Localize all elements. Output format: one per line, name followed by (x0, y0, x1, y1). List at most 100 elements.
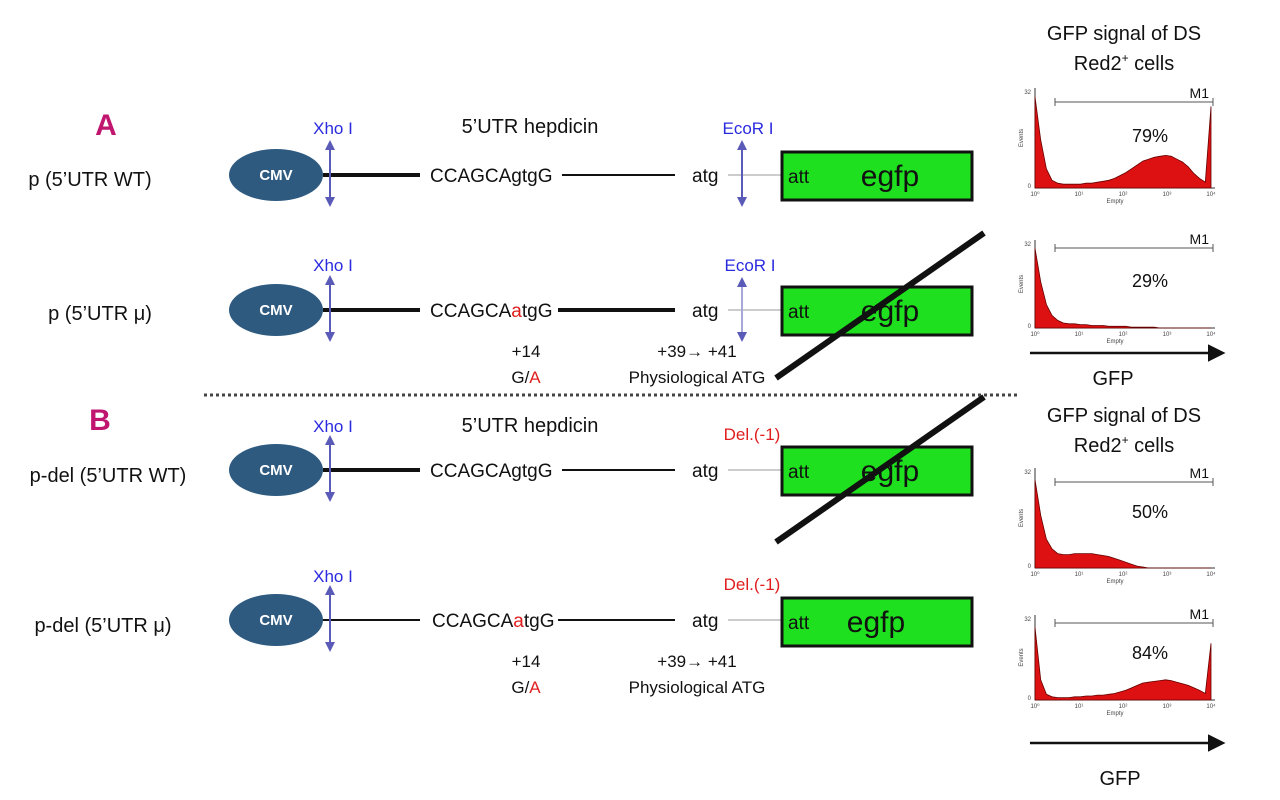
egfp-box (780, 445, 974, 497)
gfp-title-a-line1: GFP signal of DS (1047, 23, 1201, 45)
row-label: p (5’UTR μ) (48, 303, 152, 325)
atg-label: atg (692, 461, 718, 482)
egfp-label: egfp (861, 160, 919, 193)
histogram-x-tick: 10⁰ (1030, 703, 1040, 710)
histogram-y-max: 32 (1024, 617, 1031, 623)
gate-percent: 84% (1132, 643, 1168, 663)
gate-label: M1 (1190, 231, 1210, 247)
histogram-x-tick: 10⁰ (1030, 571, 1040, 578)
mutation-ga-b: G/A (511, 678, 541, 697)
histogram-x-tick: 10² (1119, 192, 1128, 198)
egfp-box (780, 596, 974, 648)
histogram-area (1034, 96, 1212, 189)
cmv-label: CMV (259, 612, 292, 629)
histogram-area (1034, 479, 1211, 569)
histogram-x-tick: 10⁴ (1206, 571, 1216, 578)
histogram-x-tick: 10⁰ (1030, 331, 1040, 338)
xho-site-label: Xho I (313, 256, 353, 275)
utr-sequence: CCAGCAgtgG (430, 461, 553, 482)
cmv-label: CMV (259, 167, 292, 184)
gfp-title-b-line1: GFP signal of DS (1047, 405, 1201, 427)
header-5utr-b: 5’UTR hepdicin (462, 415, 599, 437)
histogram-y-min: 0 (1028, 696, 1032, 702)
deletion-label: Del.(-1) (724, 425, 781, 444)
histogram-y-min: 0 (1028, 564, 1032, 570)
physiological-atg-a: Physiological ATG (629, 368, 766, 387)
histogram-area (1034, 248, 1211, 329)
histogram-x-label: Empty (1106, 579, 1123, 585)
construct-row-a2: p (5’UTR μ) CMV Xho I CCAGCAatgG atg Eco… (48, 256, 974, 342)
cross-out-b1 (774, 394, 986, 545)
gate-label: M1 (1190, 465, 1210, 481)
histogram-x-tick: 10⁴ (1206, 191, 1216, 198)
histogram-y-max: 32 (1024, 90, 1031, 96)
histogram-x-tick: 10³ (1163, 704, 1172, 710)
histogram-x-tick: 10² (1119, 572, 1128, 578)
histogram-x-tick: 10³ (1163, 192, 1172, 198)
position-14-a: +14 (512, 342, 541, 361)
position-39-41-a: +39→ +41 (657, 342, 736, 361)
att-label: att (788, 613, 810, 634)
histogram-x-label: Empty (1106, 339, 1123, 345)
construct-row-a1: p (5’UTR WT) CMV Xho I CCAGCAgtgG atg Ec… (28, 119, 974, 207)
cmv-promoter-shape (229, 149, 323, 201)
cmv-promoter-shape (229, 284, 323, 336)
construct-row-b1: p-del (5’UTR WT) CMV Xho I CCAGCAgtgG at… (30, 417, 974, 502)
histogram-y-label: Events (1019, 648, 1025, 666)
atg-label: atg (692, 611, 718, 632)
histogram-x-tick: 10³ (1163, 332, 1172, 338)
ecor-site-label: EcoR I (724, 256, 775, 275)
gate-percent: 29% (1132, 271, 1168, 291)
atg-label: atg (692, 301, 718, 322)
section-letter-b: B (89, 404, 111, 437)
gate-label: M1 (1190, 606, 1210, 622)
row-label: p (5’UTR WT) (28, 169, 151, 191)
header-5utr-a: 5’UTR hepdicin (462, 116, 599, 138)
cmv-label: CMV (259, 462, 292, 479)
histogram-x-tick: 10² (1119, 704, 1128, 710)
histogram-x-tick: 10⁴ (1206, 331, 1216, 338)
histogram-y-label: Events (1019, 509, 1025, 527)
att-label: att (788, 167, 810, 188)
xho-site-label: Xho I (313, 417, 353, 436)
physiological-atg-b: Physiological ATG (629, 678, 766, 697)
utr-sequence: CCAGCAatgG (432, 611, 555, 632)
section-letter-a: A (95, 109, 117, 142)
xho-site-label: Xho I (313, 567, 353, 586)
gfp-axis-label-b: GFP (1099, 768, 1140, 790)
gate-label: M1 (1190, 85, 1210, 101)
gfp-title-a-line2: Red2+ cells (1074, 51, 1174, 75)
mutation-ga-a: G/A (511, 368, 541, 387)
row-label: p-del (5’UTR μ) (34, 615, 171, 637)
histogram-x-tick: 10⁴ (1206, 703, 1216, 710)
att-label: att (788, 462, 810, 483)
histogram-x-label: Empty (1106, 711, 1123, 717)
ecor-site-label: EcoR I (722, 119, 773, 138)
egfp-box (780, 150, 974, 202)
position-14-b: +14 (512, 652, 541, 671)
histogram-y-max: 32 (1024, 470, 1031, 476)
position-39-41-b: +39→ +41 (657, 652, 736, 671)
histogram-y-label: Events (1019, 129, 1025, 147)
deletion-label: Del.(-1) (724, 575, 781, 594)
histogram-x-tick: 10¹ (1075, 572, 1084, 578)
cmv-promoter-shape (229, 444, 323, 496)
cmv-promoter-shape (229, 594, 323, 646)
histogram-y-min: 0 (1028, 324, 1032, 330)
histogram-x-tick: 10¹ (1075, 332, 1084, 338)
histogram-x-tick: 10⁰ (1030, 191, 1040, 198)
histogram-area (1034, 627, 1212, 701)
histogram-x-tick: 10¹ (1075, 704, 1084, 710)
gate-percent: 79% (1132, 126, 1168, 146)
utr-sequence: CCAGCAatgG (430, 301, 553, 322)
histogram-x-tick: 10³ (1163, 572, 1172, 578)
histogram-x-tick: 10² (1119, 332, 1128, 338)
gate-percent: 50% (1132, 502, 1168, 522)
histogram-x-label: Empty (1106, 199, 1123, 205)
atg-label: atg (692, 166, 718, 187)
histogram-y-min: 0 (1028, 184, 1032, 190)
gfp-axis-label-a: GFP (1092, 368, 1133, 390)
